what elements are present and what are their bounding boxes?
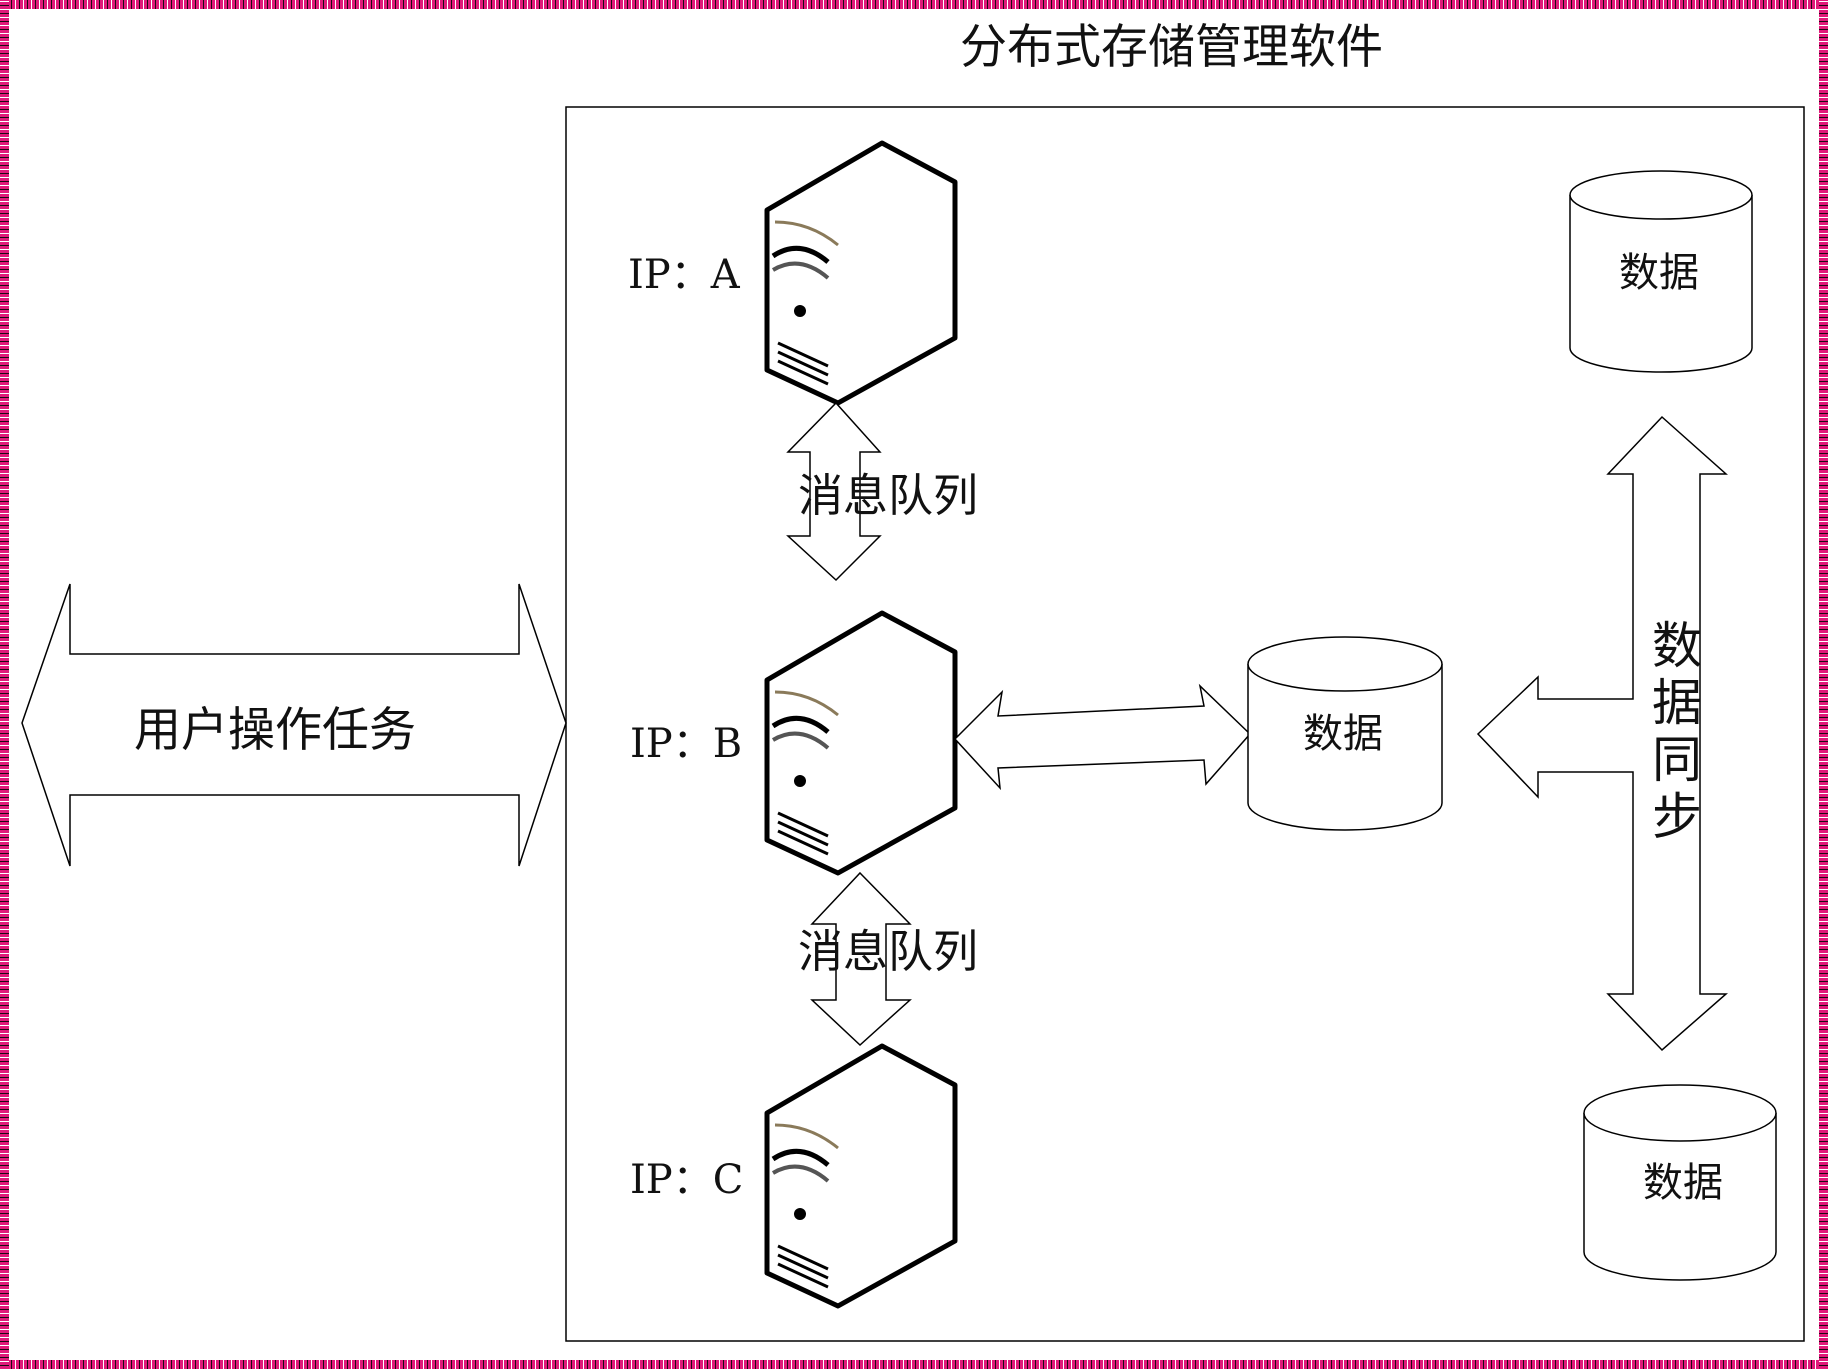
data-sync-arrow (1476, 415, 1728, 1052)
data-store-2-label: 数据 (1303, 711, 1383, 757)
server-b-icon (764, 610, 958, 876)
server-c-ip-label: IP：C (630, 1157, 744, 1203)
data-store-3-icon (1583, 1084, 1777, 1281)
server-b-ip-label: IP：B (630, 721, 743, 767)
server-c-icon (764, 1043, 958, 1309)
data-store-3-label: 数据 (1643, 1160, 1723, 1206)
message-queue-arrow-1 (786, 401, 882, 582)
server-a-ip-label: IP：A (628, 252, 740, 298)
server-data-arrow (953, 683, 1252, 791)
user-task-label: 用户操作任务 (134, 703, 416, 758)
user-task-arrow (21, 583, 567, 867)
message-queue-label-2: 消息队列 (798, 925, 979, 978)
data-sync-label: 数据同步 (1652, 617, 1702, 846)
data-store-1-icon (1569, 170, 1753, 373)
data-store-1-label: 数据 (1619, 250, 1699, 296)
diagram-title: 分布式存储管理软件 (960, 20, 1383, 75)
data-store-2-icon (1247, 636, 1443, 831)
message-queue-arrow-2 (810, 871, 912, 1047)
server-a-icon (764, 140, 958, 406)
message-queue-label-1: 消息队列 (798, 469, 979, 522)
